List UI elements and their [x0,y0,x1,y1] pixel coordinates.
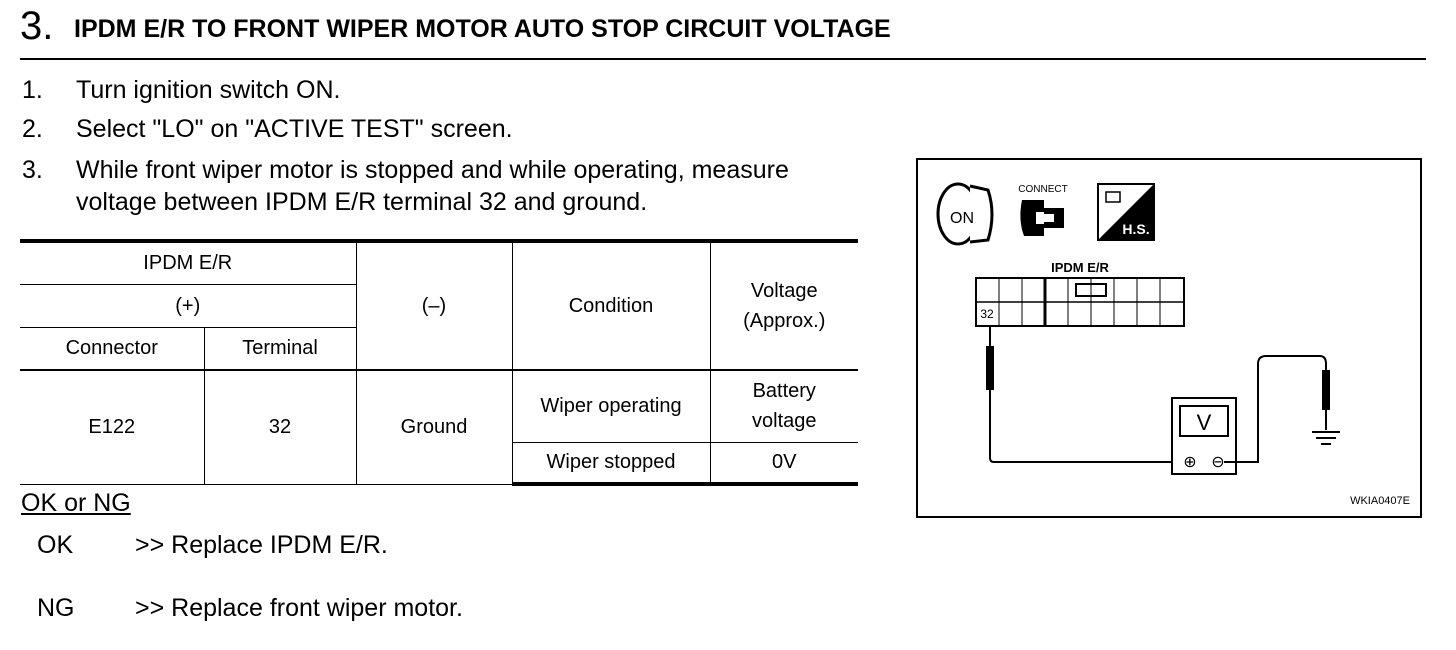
header-ipdm: IPDM E/R [20,239,357,285]
cell-connector: E122 [20,369,205,485]
cell-minus: Ground [355,369,513,485]
cell-voltage: Battery voltage [709,369,858,443]
page-title: IPDM E/R TO FRONT WIPER MOTOR AUTO STOP … [74,15,891,43]
step-number: 3. [20,4,54,48]
negative-probe [1224,355,1330,463]
header-condition: Condition [511,239,711,371]
key-on-label: ON [950,210,974,227]
cell-voltage-line: Battery [752,380,816,403]
result-ng: NG [37,594,75,623]
terminal-label: 32 [980,307,994,321]
header-voltage: Voltage (Approx.) [709,239,858,371]
instruction-1: 1. Turn ignition switch ON. [22,74,902,106]
instruction-number: 1. [22,76,43,104]
result-key: OK [37,531,74,559]
instruction-text: voltage between IPDM E/R terminal 32 and… [76,188,648,216]
connector-connect-icon: CONNECT [1018,184,1068,236]
ground-icon [1312,431,1340,445]
meter-label: V [1197,410,1212,435]
header-minus: (–) [355,239,513,371]
result-ng-text: >> Replace front wiper motor. [135,594,463,622]
cell-voltage-line: voltage [752,410,817,433]
result-heading-text: OK or NG [21,489,131,517]
title-divider [20,58,1426,60]
figure-code: WKIA0407E [1350,495,1410,507]
result-ok-text: >> Replace IPDM E/R. [135,531,388,559]
hs-label: H.S. [1122,221,1149,237]
ipdm-connector [975,277,1185,327]
result-heading: OK or NG [21,489,131,518]
instruction-number: 3. [22,156,43,184]
instruction-3: 3. While front wiper motor is stopped an… [22,154,912,218]
cell-condition: Wiper operating [511,369,711,443]
instruction-2: 2. Select "LO" on "ACTIVE TEST" screen. [22,113,902,145]
cell-voltage: 0V [709,441,858,486]
ignition-key-icon: ON [936,182,994,246]
result-ok: OK [37,531,73,560]
connect-label: CONNECT [1018,184,1067,195]
instruction-number: 2. [22,115,43,143]
harness-side-icon: H.S. [1097,183,1155,241]
header-connector: Connector [20,326,205,371]
cell-condition: Wiper stopped [511,441,711,486]
header-plus: (+) [20,283,357,328]
header-terminal: Terminal [203,326,357,371]
positive-probe [986,326,1184,463]
meter-plus: ⊕ [1183,452,1196,471]
voltmeter-icon: V ⊕ ⊖ [1171,397,1237,475]
instruction-text: While front wiper motor is stopped and w… [76,156,789,184]
meter-minus: ⊖ [1211,452,1224,471]
header-voltage-line: Voltage [750,280,818,302]
instruction-text: Select "LO" on "ACTIVE TEST" screen. [76,115,513,143]
diagram-canvas: ON CONNECT H.S. IPDM E/R [936,182,1410,507]
header-voltage-line: (Approx.) [743,310,826,332]
measurement-diagram: ON CONNECT H.S. IPDM E/R [916,158,1422,518]
result-key: NG [37,594,75,622]
connector-label: IPDM E/R [1051,260,1109,275]
instruction-text: Turn ignition switch ON. [76,76,341,104]
voltage-table: IPDM E/R (–) Condition Voltage (Approx.)… [20,239,858,486]
cell-terminal: 32 [203,369,357,485]
